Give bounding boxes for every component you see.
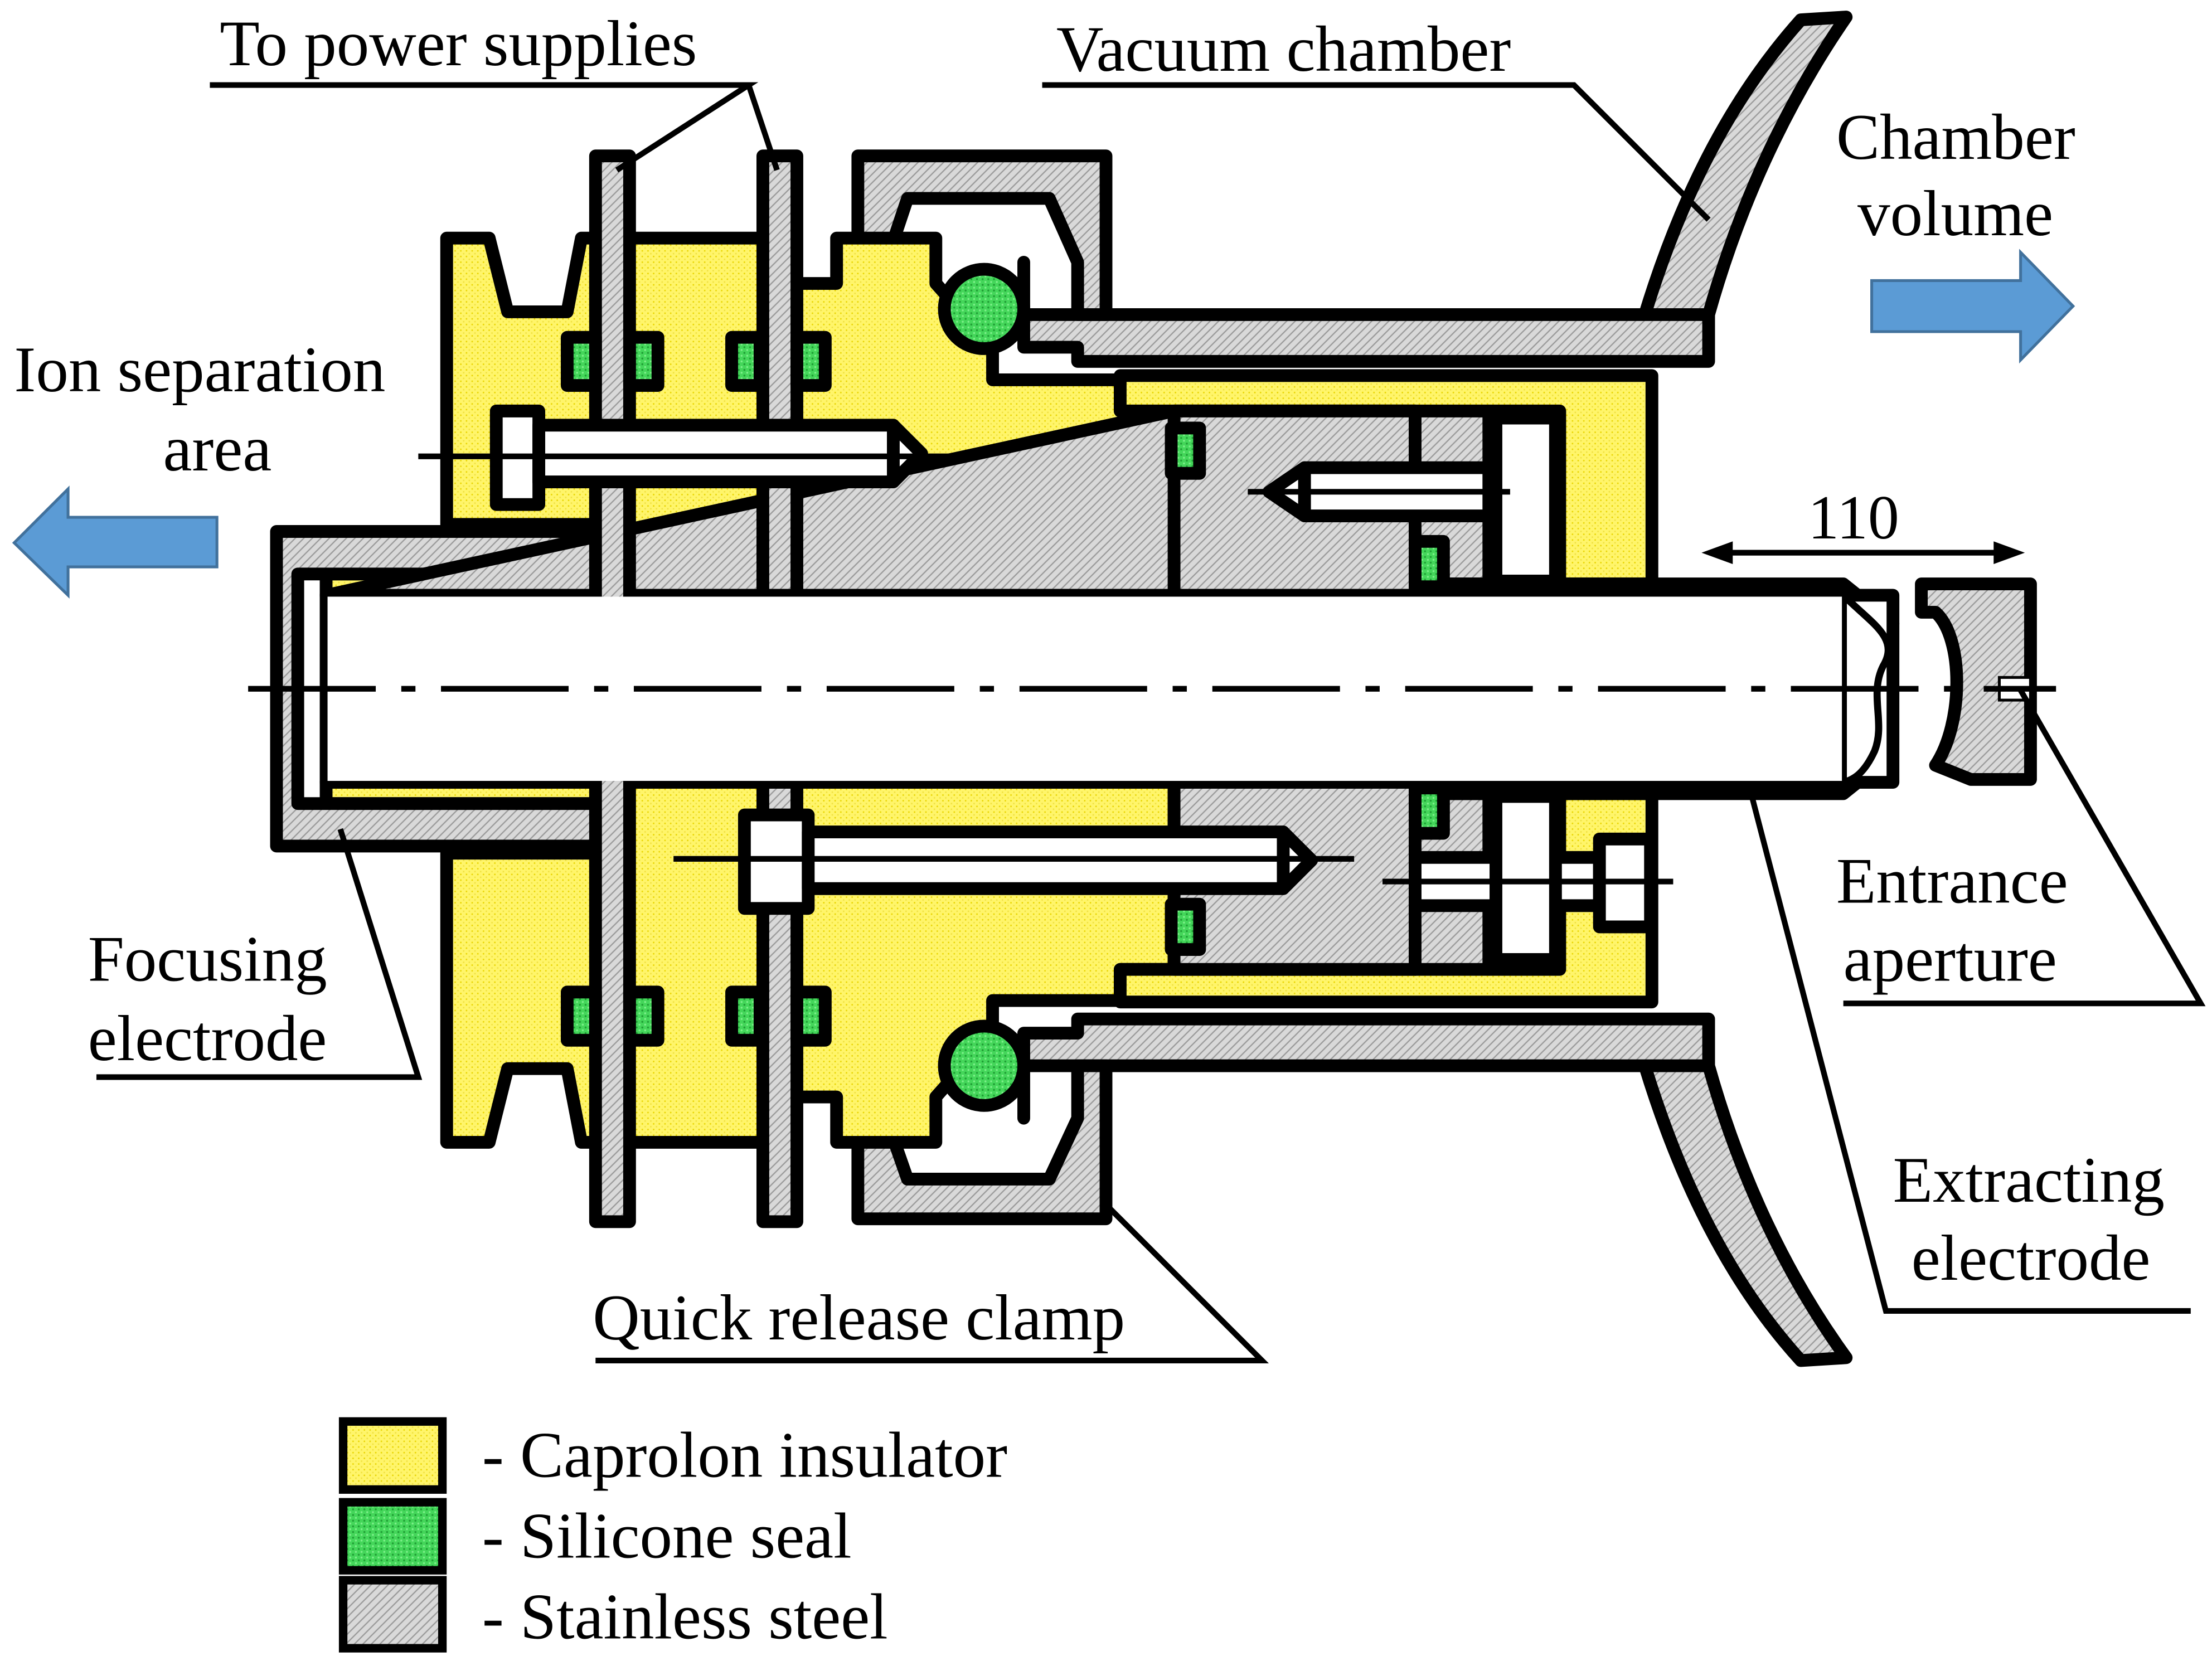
entrance-aperture-piece [1915, 577, 2037, 786]
label-quick-release-clamp: Quick release clamp [593, 1282, 1125, 1354]
label-entrance-aperture-2: aperture [1844, 924, 2057, 995]
label-ion-separation-2: area [163, 413, 272, 485]
assembly-drawing [248, 11, 2056, 1367]
vacuum-chamber-wall-lower [1638, 1059, 1853, 1367]
silicone-seals [560, 331, 1450, 1047]
legend-text-caprolon: - Caprolon insulator [482, 1419, 1007, 1491]
legend-text-silicone: - Silicone seal [482, 1500, 852, 1572]
legend-swatch-steel [338, 1576, 447, 1653]
vacuum-chamber-wall-upper [1638, 11, 1853, 321]
legend: - Caprolon insulator - Silicone seal - S… [338, 1417, 1007, 1653]
label-vacuum-chamber: Vacuum chamber [1056, 13, 1511, 85]
dimension-value: 110 [1808, 483, 1899, 552]
leader-lines [96, 82, 2206, 1364]
label-focusing-electrode-1: Focusing [88, 924, 327, 995]
label-to-power-supplies: To power supplies [220, 8, 697, 80]
labels: To power supplies Vacuum chamber Chamber… [14, 8, 2165, 1354]
chamber-flange-upper [1017, 255, 1715, 368]
legend-swatch-silicone [338, 1498, 447, 1575]
arrow-to-chamber-volume [1870, 249, 2075, 364]
dimension-110: 110 [1701, 483, 2025, 564]
o-ring-lower [938, 1019, 1030, 1112]
label-extracting-electrode-1: Extracting [1893, 1144, 2165, 1216]
label-focusing-electrode-2: electrode [88, 1003, 327, 1075]
chamber-flange-lower [1017, 1012, 1715, 1125]
legend-text-steel: - Stainless steel [482, 1581, 888, 1653]
arrow-to-ion-separation-area [12, 485, 219, 599]
label-entrance-aperture-1: Entrance [1836, 846, 2068, 917]
label-ion-separation-1: Ion separation [14, 334, 385, 406]
label-chamber-volume-1: Chamber [1836, 101, 2075, 173]
label-extracting-electrode-2: electrode [1912, 1222, 2151, 1294]
legend-swatch-caprolon [338, 1417, 447, 1494]
o-ring-upper [938, 263, 1030, 355]
label-chamber-volume-2: volume [1857, 178, 2053, 250]
